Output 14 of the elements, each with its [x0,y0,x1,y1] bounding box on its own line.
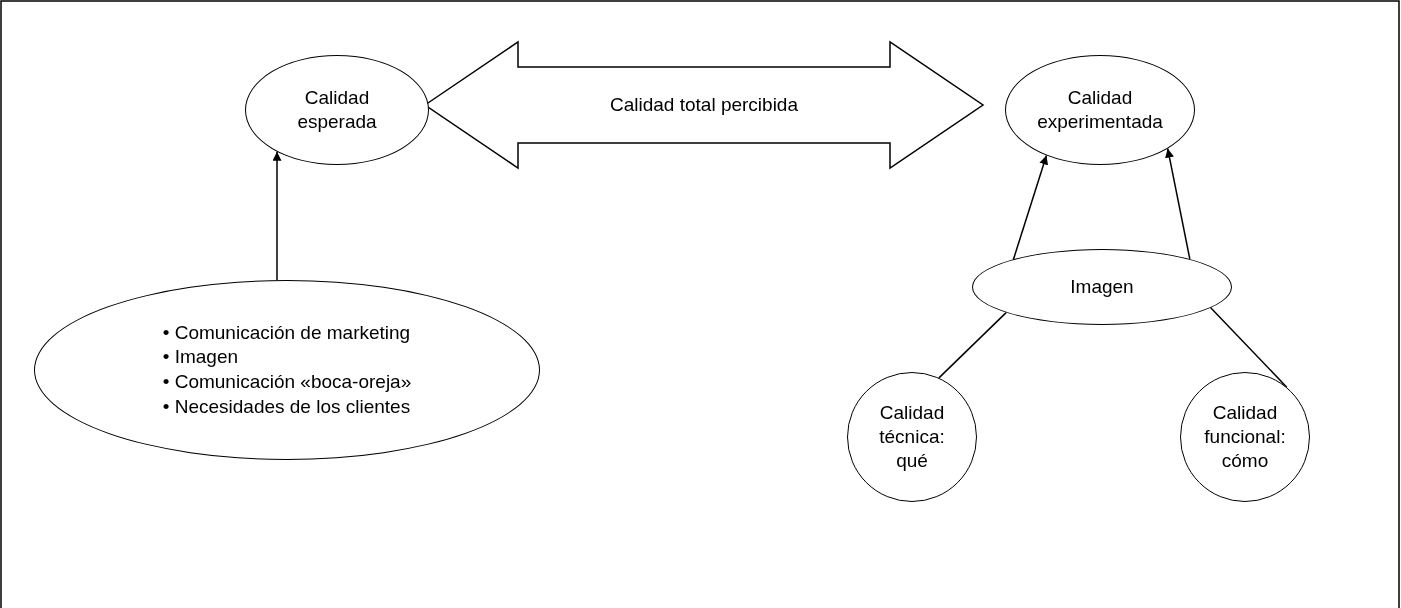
connector-line [938,311,1007,379]
arrow [272,150,282,281]
node-label: Imagen [1070,275,1134,299]
list-item: • Necesidades de los clientes [162,394,412,419]
node-label: Calidad funcional: cómo [1203,401,1287,473]
connector-line [1209,307,1288,388]
arrow [1012,154,1048,260]
node-label: Calidad esperada [296,86,378,134]
node-label: Calidad experimentada [1036,86,1164,134]
list-item: • Comunicación «boca-oreja» [162,370,412,394]
list-item: • Imagen [162,345,240,370]
node-label: Calidad técnica: qué [878,401,946,473]
arrow [1165,147,1191,260]
list-item: • Comunicación de marketing [162,320,412,345]
